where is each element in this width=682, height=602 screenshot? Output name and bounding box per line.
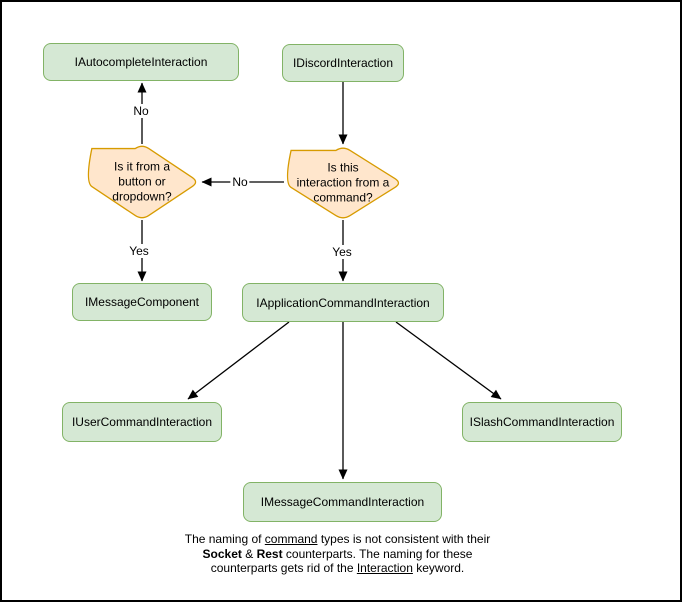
node-application-command-interaction: IApplicationCommandInteraction xyxy=(242,283,444,322)
decision-from-command-label: Is this interaction from a command? xyxy=(297,161,390,206)
footnote-text-segment: keyword. xyxy=(412,561,465,575)
decision-button-or-dropdown-shape xyxy=(87,145,197,219)
decision-label-line: Is this xyxy=(327,160,359,175)
decision-label-line: button or xyxy=(118,174,166,189)
edge-label-yes-to-message-component: Yes xyxy=(127,244,151,258)
footnote-text-segment: counterparts. The naming for these xyxy=(282,546,473,561)
decision-from-command-shape xyxy=(286,147,400,219)
footnote: The naming of command types is not consi… xyxy=(165,532,510,576)
footnote-line-2: Socket & Rest counterparts. The naming f… xyxy=(165,547,510,562)
footnote-text-segment: & xyxy=(241,546,257,561)
arrow-application-command-to-slash-command xyxy=(395,321,502,400)
footnote-text-segment: The naming of xyxy=(184,532,265,546)
footnote-text-segment: Interaction xyxy=(356,561,413,575)
footnote-text-segment: counterparts gets rid of the xyxy=(210,561,357,575)
node-slash-command-interaction: ISlashCommandInteraction xyxy=(462,402,622,442)
arrow-application-command-to-user-command xyxy=(187,321,290,400)
decision-label-line: command? xyxy=(313,190,373,205)
node-discord-interaction: IDiscordInteraction xyxy=(282,44,404,82)
footnote-line-3: counterparts gets rid of the Interaction… xyxy=(165,561,510,576)
edge-label-yes-to-application-command: Yes xyxy=(330,245,354,259)
footnote-line-1: The naming of command types is not consi… xyxy=(165,532,510,547)
node-user-command-interaction: IUserCommandInteraction xyxy=(62,402,222,442)
edge-label-no-between-decisions: No xyxy=(230,175,250,189)
footnote-text-segment: Socket xyxy=(202,546,242,561)
footnote-text-segment: types is not consistent with their xyxy=(317,532,491,546)
node-message-component: IMessageComponent xyxy=(72,283,212,321)
node-message-command-interaction: IMessageCommandInteraction xyxy=(243,482,442,522)
decision-label-line: interaction from a xyxy=(296,175,390,190)
footnote-text-segment: command xyxy=(264,532,318,546)
node-autocomplete-interaction: IAutocompleteInteraction xyxy=(43,43,239,81)
edge-label-no-to-autocomplete: No xyxy=(131,104,151,118)
decision-label-line: dropdown? xyxy=(112,189,172,204)
decision-label-line: Is it from a xyxy=(113,159,171,174)
footnote-text-segment: Rest xyxy=(256,546,283,561)
decision-button-or-dropdown-label: Is it from a button or dropdown? xyxy=(112,160,171,205)
